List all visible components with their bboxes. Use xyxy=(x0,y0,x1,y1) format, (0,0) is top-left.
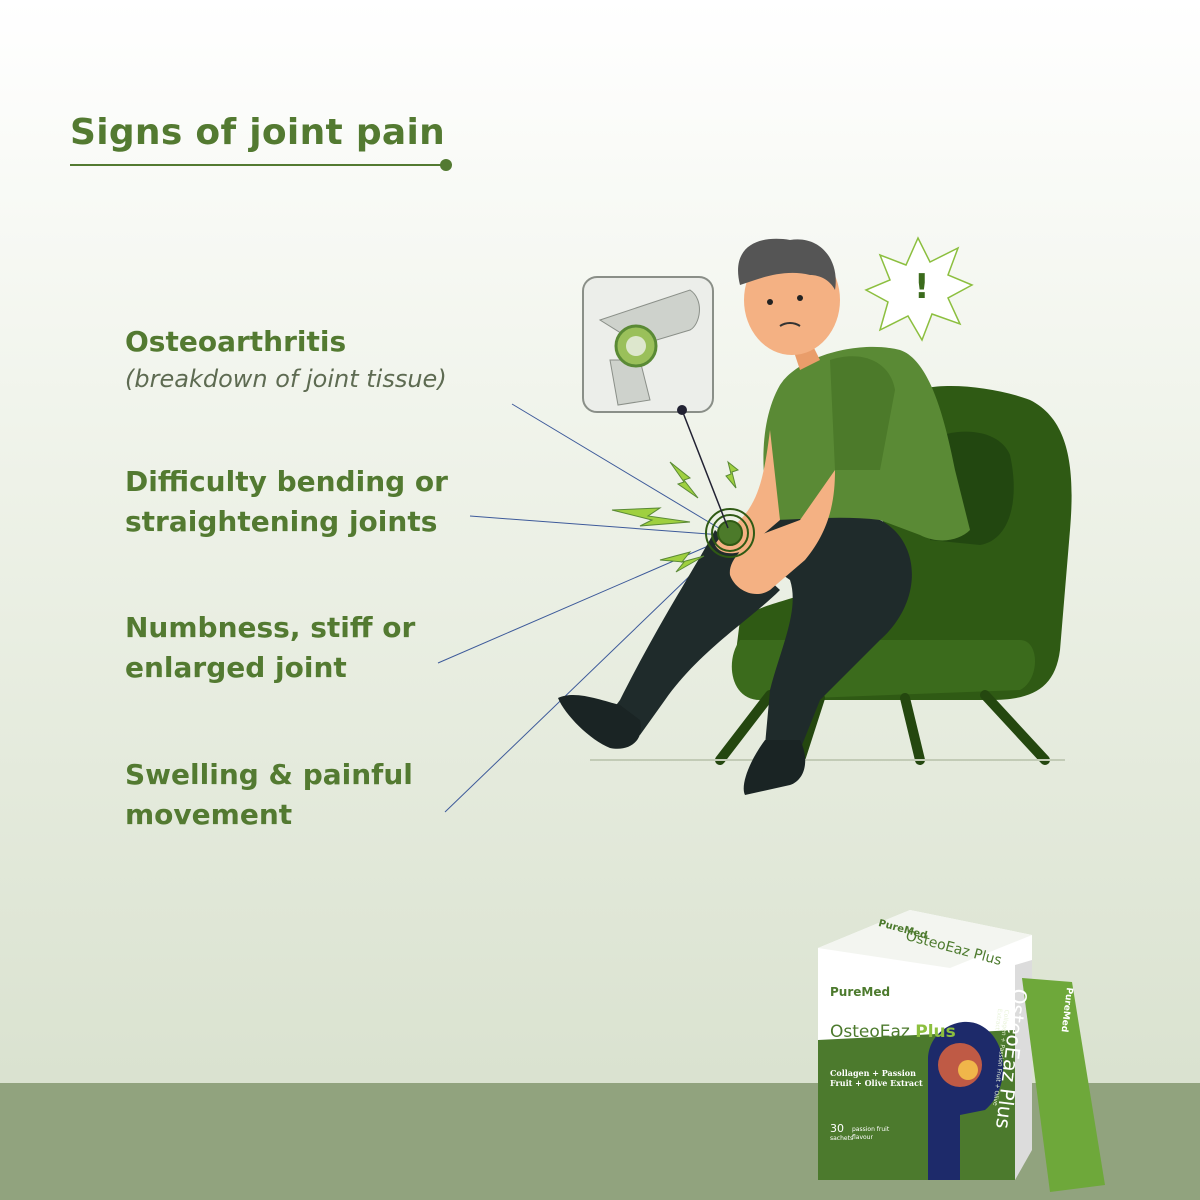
product-name-main: OsteoEaz xyxy=(830,1022,910,1042)
title-underline xyxy=(70,164,446,166)
alert-symbol: ! xyxy=(914,267,930,307)
sign-sublabel: (breakdown of joint tissue) xyxy=(125,365,447,393)
box-ingredients: Collagen + Passion Fruit + Olive Extract xyxy=(830,1068,923,1088)
sachet xyxy=(1022,978,1105,1192)
pain-rings xyxy=(705,508,755,558)
box-flavor: passion fruit flavour xyxy=(852,1126,890,1141)
sign-difficulty-bending: Difficulty bending or straightening join… xyxy=(125,465,448,538)
sign-numbness: Numbness, stiff or enlarged joint xyxy=(125,611,416,684)
box-count: 30 xyxy=(830,1122,844,1135)
page-title: Signs of joint pain xyxy=(70,112,446,153)
product-box xyxy=(818,910,1032,1180)
title-underline-dot xyxy=(440,159,452,171)
left-shoe xyxy=(558,695,641,749)
sign-osteoarthritis: Osteoarthritis (breakdown of joint tissu… xyxy=(125,322,447,396)
box-product-name: OsteoEaz Plus xyxy=(830,1022,956,1042)
shirt xyxy=(763,346,970,541)
arms xyxy=(715,430,835,595)
box-count-unit: sachets xyxy=(830,1135,854,1142)
head xyxy=(738,238,840,370)
product-name-plus: Plus xyxy=(915,1022,956,1042)
box-brand: PureMed xyxy=(830,985,891,999)
right-shoe xyxy=(743,740,806,795)
sign-label: Osteoarthritis xyxy=(125,325,347,358)
pain-bolts xyxy=(611,460,740,573)
joint-callout xyxy=(582,276,729,529)
sign-swelling: Swelling & painful movement xyxy=(125,758,413,831)
alert-icon xyxy=(864,236,974,342)
